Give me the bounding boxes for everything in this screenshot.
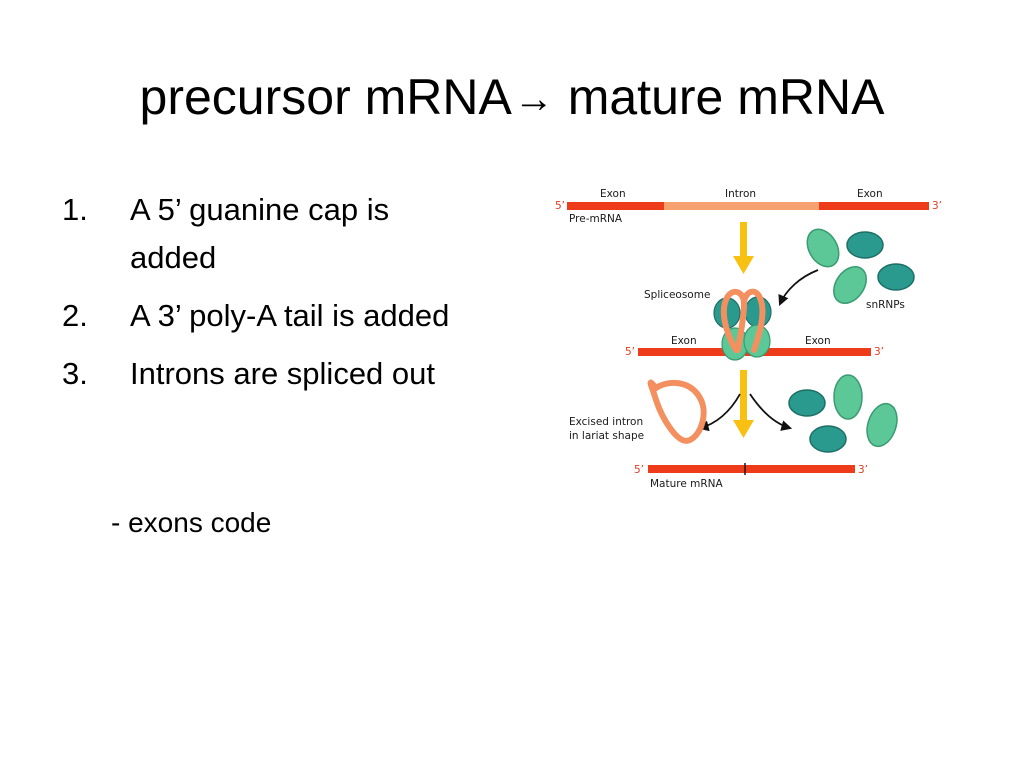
snrnp-assembly-arrow [778,269,819,306]
step-number: 1. [62,192,88,227]
mature-mrna-exon-left [648,465,745,473]
snrnps-cluster-bottom [788,374,898,453]
mature-five-prime: 5’ [634,464,644,476]
pre-mrna-five-prime: 5’ [555,200,565,212]
excised-intron-label-line2: in lariat shape [569,430,644,442]
pre-mrna-exon-right-label: Exon [857,188,883,200]
spliced-five-prime: 5’ [625,346,635,358]
down-arrow-icon [733,222,754,274]
snrnp-particle [877,263,915,291]
down-arrow-icon [733,370,754,438]
snrnp-release-arrow [749,393,793,431]
pre-mrna-three-prime: 3’ [932,200,942,212]
snrnp-particle [833,374,863,420]
mature-mrna-strand: 5’ 3’ Mature mRNA [634,463,868,490]
spliced-exon-right-label: Exon [805,335,831,347]
title-right: mature mRNA [553,69,885,125]
exons-code-note: - exons code [111,507,272,538]
spliced-exon-right [745,348,871,356]
snrnp-particle [866,402,898,448]
step-text: Introns are spliced out [130,356,436,391]
right-arrow-icon: → [513,77,554,121]
spliceosome-label: Spliceosome [644,289,710,301]
spliceosome-stage: Spliceosome Exon Exon 5’ 3’ [625,288,884,361]
mature-three-prime: 3’ [858,464,868,476]
excised-intron-lariat [647,379,707,444]
step-text: A 5’ guanine cap is added [130,192,390,275]
step-number: 2. [62,298,88,333]
steps-list: 1. A 5’ guanine cap is added 2. A 3’ pol… [62,186,482,408]
snrnp-particle [809,425,847,453]
spliced-exon-left-label: Exon [671,335,697,347]
mature-mrna-label: Mature mRNA [650,478,724,490]
step-number: 3. [62,356,88,391]
pre-mrna-strand: Exon Intron Exon 5’ 3’ Pre-mRNA [555,188,942,225]
list-item: 1. A 5’ guanine cap is added [62,186,482,282]
pre-mrna-exon-left [567,202,664,210]
excised-intron-label-line1: Excised intron [569,416,643,428]
spliced-exon-left [638,348,735,356]
snrnp-particle [833,266,867,304]
snrnp-particle [846,231,884,259]
pre-mrna-intron-label: Intron [725,188,756,200]
splicing-diagram: Exon Intron Exon 5’ 3’ Pre-mRNA snRNPs S… [555,188,942,490]
mature-mrna-exon-right [745,465,855,473]
intron-loop-in-spliceosome [720,288,766,353]
snrnps-label: snRNPs [866,299,905,311]
pre-mrna-intron [664,202,819,210]
pre-mrna-exon-right [819,202,929,210]
snrnp-particle [806,228,840,268]
step-text: A 3’ poly-A tail is added [130,298,450,333]
pre-mrna-label: Pre-mRNA [569,213,623,225]
snrnp-particle [788,389,826,417]
list-item: 3. Introns are spliced out [62,350,482,398]
pre-mrna-exon-left-label: Exon [600,188,626,200]
title-left: precursor mRNA [139,69,512,125]
list-item: 2. A 3’ poly-A tail is added [62,292,482,340]
spliced-three-prime: 3’ [874,346,884,358]
snrnps-cluster-top: snRNPs [806,228,915,311]
spliceosome-particle [744,296,772,328]
slide-title: precursor mRNA→ mature mRNA [0,64,1024,132]
